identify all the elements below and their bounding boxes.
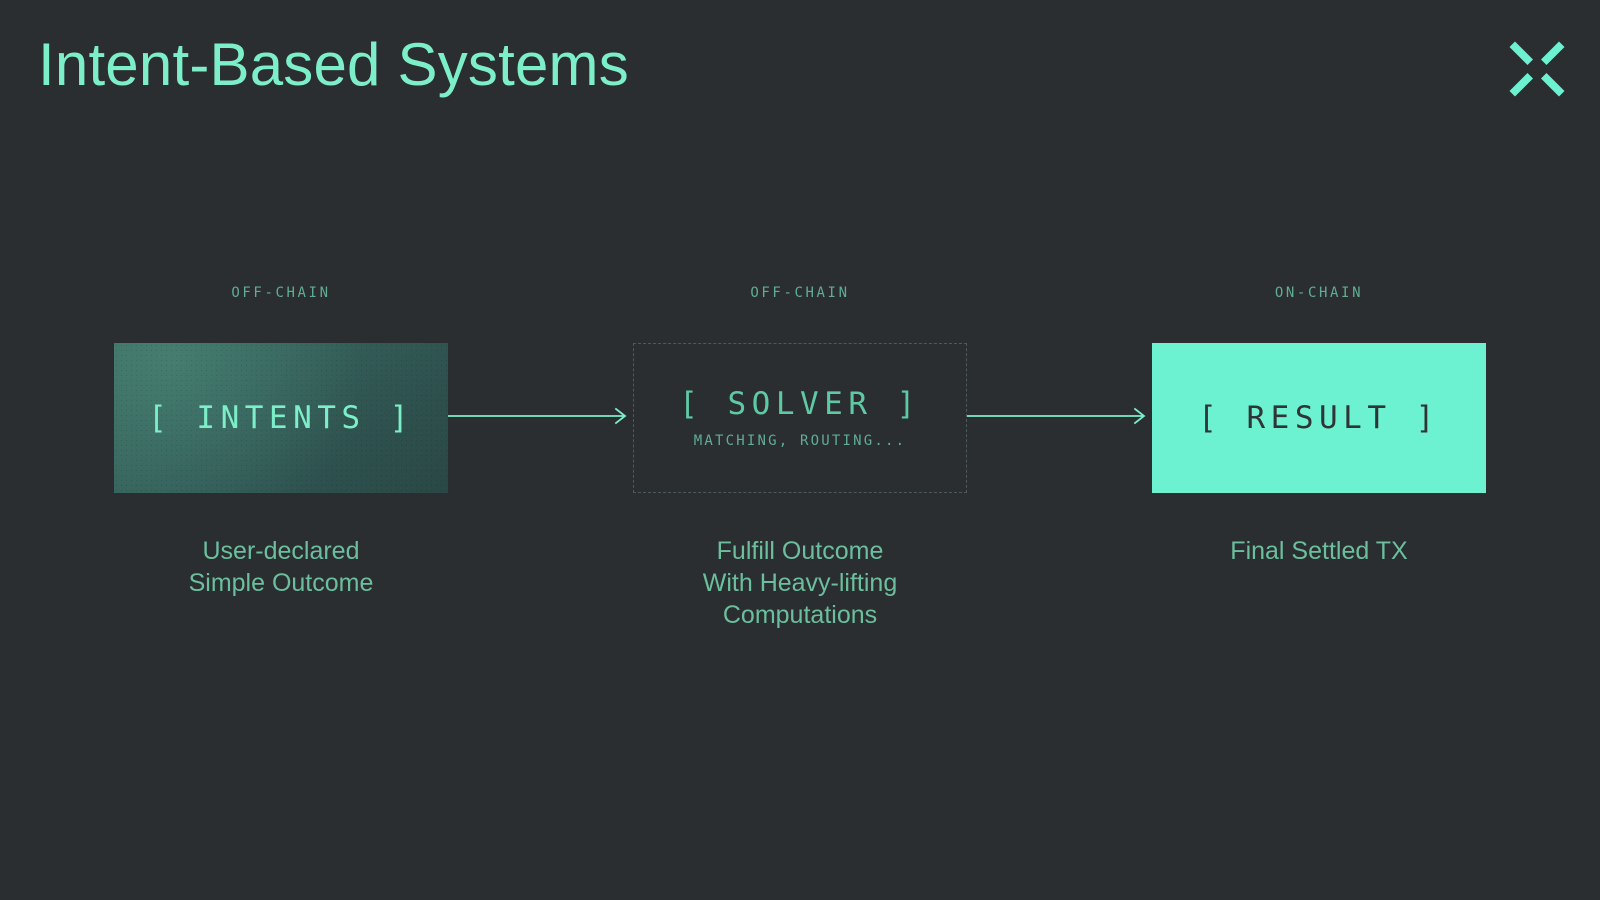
stage-caption-solver: Fulfill Outcome With Heavy-lifting Compu… bbox=[702, 537, 898, 629]
stage-box-title-solver: [ SOLVER ] bbox=[679, 385, 921, 422]
x-mark-logo-icon bbox=[1506, 38, 1568, 100]
stage-box-title-intents: [ INTENTS ] bbox=[148, 399, 414, 436]
arrow-right-icon bbox=[448, 407, 627, 425]
page-title: Intent-Based Systems bbox=[38, 31, 629, 98]
stage-box-result[interactable]: [ RESULT ] bbox=[1152, 343, 1486, 493]
flow-connector-2 bbox=[967, 341, 1152, 491]
flow-stage-result: ON-CHAIN [ RESULT ] Final Settled TX bbox=[1152, 285, 1486, 567]
stage-chain-label-result: ON-CHAIN bbox=[1274, 285, 1364, 301]
stage-box-title-result: [ RESULT ] bbox=[1198, 399, 1440, 436]
intent-flow-diagram: OFF-CHAIN [ INTENTS ] User-declared Simp… bbox=[0, 285, 1600, 631]
stage-caption-intents: User-declared Simple Outcome bbox=[188, 537, 374, 597]
stage-chain-label-solver: OFF-CHAIN bbox=[750, 285, 850, 301]
stage-box-subtitle-solver: MATCHING, ROUTING... bbox=[693, 432, 907, 449]
stage-box-solver[interactable]: [ SOLVER ] MATCHING, ROUTING... bbox=[633, 343, 967, 493]
flow-connector-1 bbox=[448, 341, 633, 491]
stage-chain-label-intents: OFF-CHAIN bbox=[231, 285, 331, 301]
arrow-right-icon bbox=[967, 407, 1146, 425]
flow-stage-intents: OFF-CHAIN [ INTENTS ] User-declared Simp… bbox=[114, 285, 448, 599]
flow-stage-solver: OFF-CHAIN [ SOLVER ] MATCHING, ROUTING..… bbox=[633, 285, 967, 631]
stage-box-intents[interactable]: [ INTENTS ] bbox=[114, 343, 448, 493]
stage-caption-result: Final Settled TX bbox=[1230, 537, 1408, 565]
